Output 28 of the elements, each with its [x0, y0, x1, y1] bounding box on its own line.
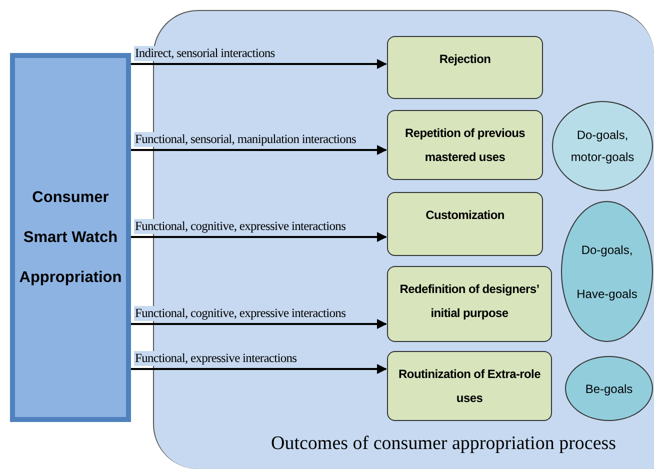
edge-label: Functional, expressive interactions	[134, 351, 298, 366]
arrow	[131, 319, 387, 329]
node-label: Consumer	[32, 188, 109, 206]
node-label: Customization	[426, 207, 504, 224]
node-label: Routinization of Extra-role uses	[398, 366, 542, 407]
node-label: Rejection	[439, 51, 491, 68]
node-label: Repetition of previous mastered uses	[404, 125, 526, 166]
node-label: Redefinition of designers’ initial purpose	[398, 281, 540, 322]
arrow	[131, 59, 387, 69]
outcome-box	[387, 110, 543, 180]
process-box	[10, 53, 131, 422]
arrow	[131, 364, 387, 374]
outcome-box	[387, 351, 552, 421]
outcome-box	[387, 266, 552, 342]
arrow	[131, 232, 387, 242]
node-label: Smart Watch	[23, 228, 118, 246]
node-label: Be-goals	[584, 380, 634, 398]
panel-heading: Outcomes of consumer appropriation process	[270, 433, 616, 456]
arrow	[131, 145, 387, 155]
edge-label: Indirect, sensorial interactions	[134, 46, 276, 61]
edge-label: Functional, sensorial, manipulation interactions	[134, 132, 357, 147]
node-label: Do-goals, Have-goals	[576, 242, 638, 302]
node-label: Appropriation	[19, 268, 122, 286]
edge-label: Functional, cognitive, expressive interactions	[134, 219, 347, 234]
node-label: Do-goals, motor-goals	[570, 127, 636, 166]
outcome-box	[387, 36, 543, 99]
edge-label: Functional, cognitive, expressive interactions	[134, 306, 347, 321]
outcome-box	[387, 192, 543, 256]
